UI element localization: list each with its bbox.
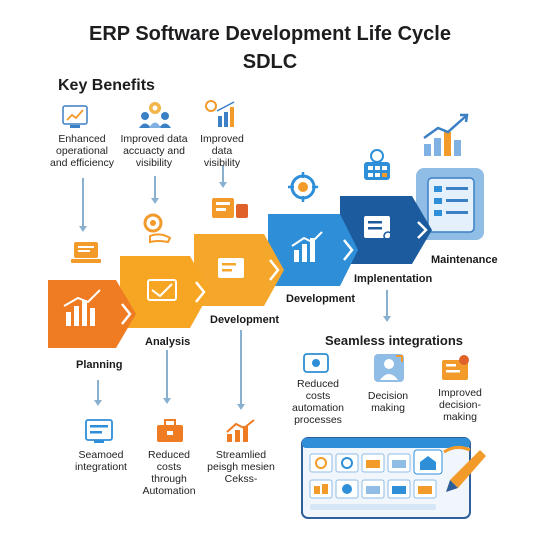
stage-development2-block [268, 214, 358, 286]
growth-chart-icon [205, 100, 235, 127]
chart-icon [62, 105, 88, 128]
stage-label-development-2: Development [286, 293, 356, 305]
seamless-item-2: Decision making [367, 390, 409, 414]
bottom-benefit-2: Reduced costs through Automation [142, 449, 196, 497]
calculator-icon [364, 149, 390, 180]
seamless-heading: Seamless integrations [325, 333, 463, 348]
benefit-arrow-1 [79, 178, 86, 232]
development-arrow [237, 330, 244, 410]
growth-bars-icon [423, 113, 469, 156]
seamless-item-1: Reduced costs automation processes [292, 378, 344, 426]
bottom-benefit-1: Seamoed integrationt [75, 449, 127, 473]
benefit-arrow-2 [151, 176, 158, 204]
automation-icon [303, 353, 329, 373]
stage-label-analysis: Analysis [145, 336, 191, 348]
analysis-arrow [163, 350, 170, 404]
dashboard-illustration [301, 437, 486, 519]
decision-chart-icon [442, 355, 469, 380]
benefit-text-3: Improved data visibility [200, 133, 244, 169]
server-boxes-icon [212, 198, 248, 218]
benefit-text-1: Enhanced operational and efficiency [50, 133, 115, 169]
stage-planning-block [48, 280, 136, 348]
title-line-1: ERP Software Development Life Cycle [89, 23, 451, 45]
implementation-arrow [383, 290, 390, 322]
gear-hand-icon [143, 213, 172, 244]
target-gear-icon [288, 172, 318, 202]
benefit-arrow-3 [219, 166, 226, 188]
stage-maintenance-block [416, 168, 484, 240]
decision-icon [374, 354, 404, 382]
stage-analysis-block [120, 256, 210, 328]
people-gear-icon [139, 102, 171, 128]
stage-development-block [194, 234, 284, 306]
stage-label-planning: Planning [76, 359, 123, 371]
briefcase-icon [157, 419, 183, 442]
integration-icon [85, 419, 113, 443]
key-benefits-heading: Key Benefits [58, 77, 155, 94]
bottom-benefit-3: Streamlied peisgh mesien Cekss- [207, 449, 275, 485]
title-line-2: SDLC [242, 51, 298, 73]
stage-label-development: Development [210, 314, 280, 326]
seamless-item-3: Improved decision-making [438, 387, 482, 423]
stage-implementation-block [340, 196, 432, 264]
planning-arrow [94, 380, 101, 406]
stage-label-implementation: Implenentation [354, 273, 433, 285]
laptop-icon [71, 242, 101, 263]
trend-up-icon [226, 419, 255, 442]
benefit-text-2: Improved data accuacty and visibility [120, 133, 188, 169]
stage-label-maintenance: Maintenance [431, 254, 498, 266]
